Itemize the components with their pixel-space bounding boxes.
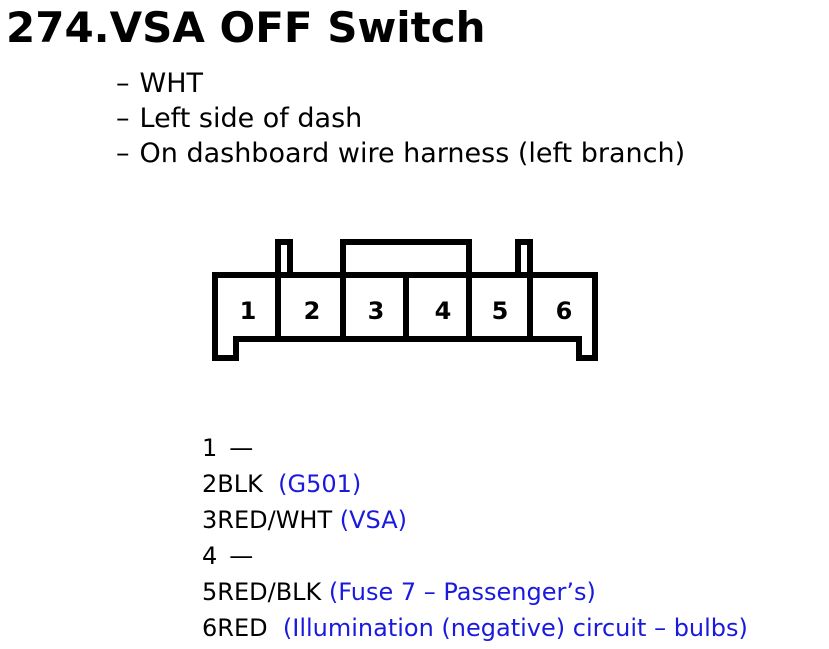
note-text: On dashboard wire harness (left branch) — [139, 138, 686, 169]
circuit-note: (VSA) — [339, 506, 408, 534]
connector-pin-4: 4 — [435, 297, 452, 325]
wire-color: RED/BLK — [217, 578, 322, 606]
pin-row: 6RED (Illumination (negative) circuit – … — [202, 610, 748, 646]
pin-empty-mark: — — [229, 542, 254, 570]
note-harness: –On dashboard wire harness (left branch) — [116, 136, 685, 171]
pin-empty-mark: — — [229, 434, 254, 462]
note-dash: – — [116, 68, 130, 99]
pin-row: 3RED/WHT (VSA) — [202, 502, 748, 538]
connector-pin-5: 5 — [492, 297, 509, 325]
pin-row: 5RED/BLK (Fuse 7 – Passenger’s) — [202, 574, 748, 610]
pin-number: 1 — [202, 434, 218, 462]
connector-diagram: 1 2 3 4 5 6 — [212, 239, 598, 361]
connector-pin-6: 6 — [556, 297, 573, 325]
pin-row: 1— — [202, 430, 748, 466]
pin-number: 3 — [202, 506, 218, 534]
locking-tab-left — [275, 239, 293, 275]
note-location: –Left side of dash — [116, 101, 685, 136]
note-dash: – — [116, 138, 130, 169]
pin-row: 4— — [202, 538, 748, 574]
pin-number: 4 — [202, 542, 218, 570]
note-text: WHT — [139, 68, 204, 99]
pin-number: 5 — [202, 578, 218, 606]
pin-number: 2 — [202, 470, 218, 498]
circuit-note: (G501) — [278, 470, 362, 498]
locking-tab-right — [515, 239, 533, 275]
wire-color: RED/WHT — [217, 506, 333, 534]
page-title: 274.VSA OFF Switch — [6, 3, 486, 52]
connector-pin-2: 2 — [304, 297, 321, 325]
circuit-note: (Illumination (negative) circuit – bulbs… — [282, 614, 748, 642]
circuit-note: (Fuse 7 – Passenger’s) — [328, 578, 596, 606]
wire-color: RED — [217, 614, 268, 642]
note-color: –WHT — [116, 66, 685, 101]
wire-color: BLK — [217, 470, 263, 498]
note-text: Left side of dash — [139, 103, 363, 134]
pin-row: 2BLK (G501) — [202, 466, 748, 502]
connector-pin-3: 3 — [368, 297, 385, 325]
connector-pin-1: 1 — [240, 297, 257, 325]
note-dash: – — [116, 103, 130, 134]
connector-notes: –WHT –Left side of dash –On dashboard wi… — [116, 66, 685, 171]
pin-number: 6 — [202, 614, 218, 642]
pin-list: 1— 2BLK (G501) 3RED/WHT (VSA) 4— 5RED/BL… — [202, 430, 748, 646]
key-top — [340, 239, 472, 275]
